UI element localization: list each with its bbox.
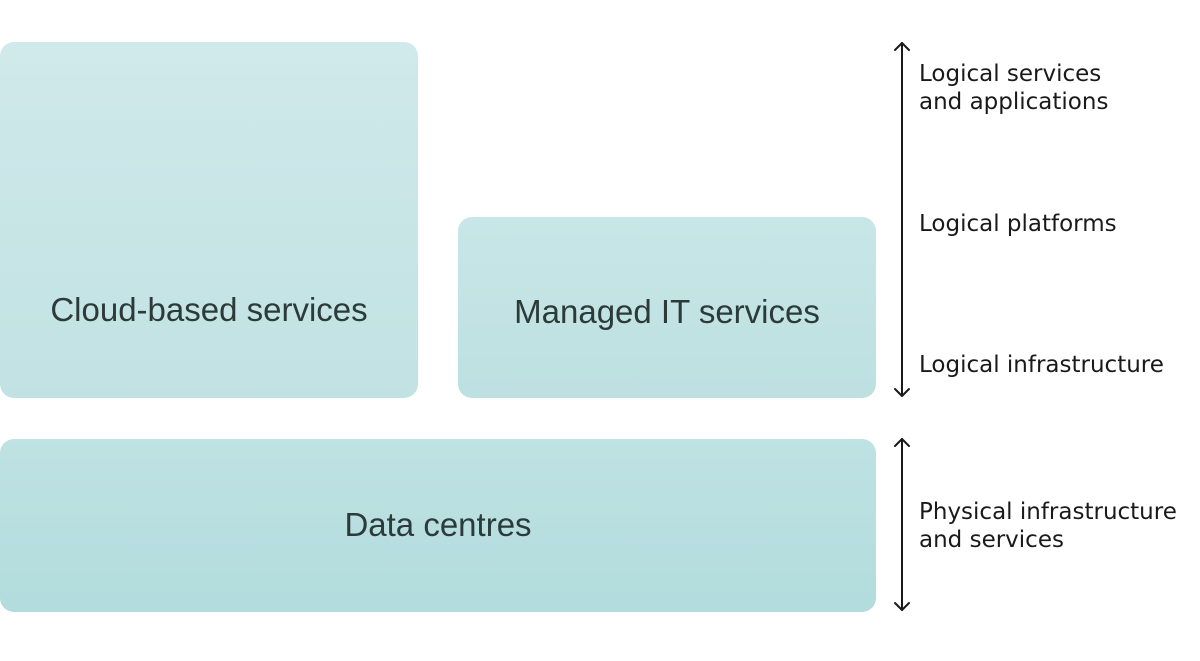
- data-centres-label: Data centres: [344, 506, 532, 543]
- data-centres-box: Data centres: [0, 439, 876, 612]
- layer-axis: [894, 42, 910, 611]
- managed-it-services-label: Managed IT services: [514, 293, 820, 330]
- logical-platforms-label: Logical platforms: [919, 211, 1117, 237]
- logical-infrastructure-label: Logical infrastructure: [919, 352, 1164, 378]
- logical-services-applications-label: Logical services and applications: [919, 61, 1109, 115]
- cloud-based-services-label: Cloud-based services: [50, 291, 368, 328]
- managed-it-services-box: Managed IT services: [458, 217, 876, 398]
- logical-double-arrow: [894, 42, 910, 397]
- physical-double-arrow: [894, 438, 910, 611]
- cloud-based-services-box: Cloud-based services: [0, 42, 418, 398]
- physical-infrastructure-services-label: Physical infrastructure and services: [919, 499, 1177, 553]
